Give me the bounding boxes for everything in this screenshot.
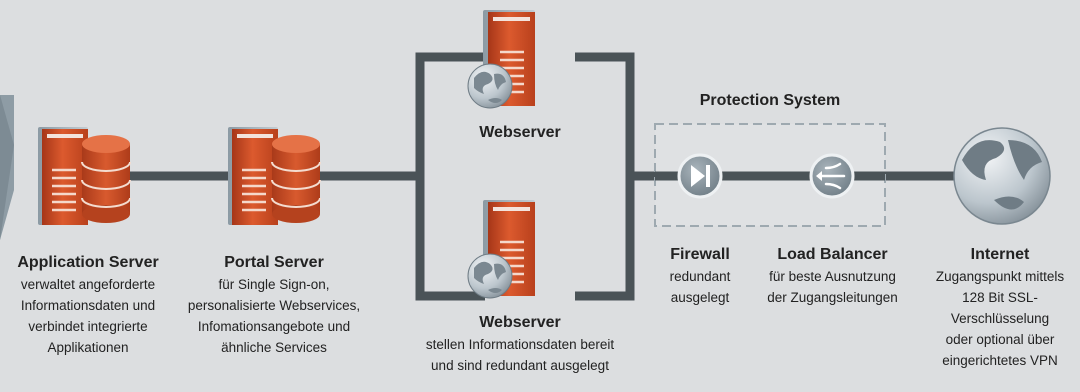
internet-title: Internet bbox=[970, 246, 1030, 263]
webserver-top-icon bbox=[467, 10, 535, 109]
firewall-icon bbox=[677, 153, 723, 199]
firewall-title: Firewall bbox=[670, 246, 730, 263]
webserver-bottom-label: Webserver stellen Informationsdaten bere… bbox=[405, 312, 635, 376]
load-balancer-icon bbox=[809, 153, 855, 199]
database-icon bbox=[81, 135, 131, 223]
application-server-label: Application Server verwaltet angefordert… bbox=[0, 252, 176, 358]
internet-globe-icon bbox=[953, 127, 1051, 225]
firewall-label: Firewall redundant ausgelegt bbox=[655, 244, 745, 308]
database-icon bbox=[271, 135, 321, 223]
application-server-icon bbox=[38, 127, 131, 225]
portal-server-icon bbox=[228, 127, 321, 225]
webserver-top-title: Webserver bbox=[479, 124, 561, 141]
webserver-bottom-title: Webserver bbox=[479, 314, 561, 331]
webserver-top-label: Webserver bbox=[440, 122, 600, 144]
portal-server-title: Portal Server bbox=[224, 254, 324, 271]
internet-label: Internet Zugangspunkt mittels 128 Bit SS… bbox=[925, 244, 1075, 371]
webserver-bottom-icon bbox=[467, 200, 535, 299]
application-server-title: Application Server bbox=[17, 254, 159, 271]
load-balancer-title: Load Balancer bbox=[777, 246, 888, 263]
portal-server-label: Portal Server für Single Sign-on, person… bbox=[180, 252, 368, 358]
globe-icon bbox=[467, 63, 513, 109]
protection-system-title: Protection System bbox=[699, 92, 841, 109]
globe-icon bbox=[467, 253, 513, 299]
load-balancer-label: Load Balancer für beste Ausnutzung der Z… bbox=[760, 244, 905, 308]
